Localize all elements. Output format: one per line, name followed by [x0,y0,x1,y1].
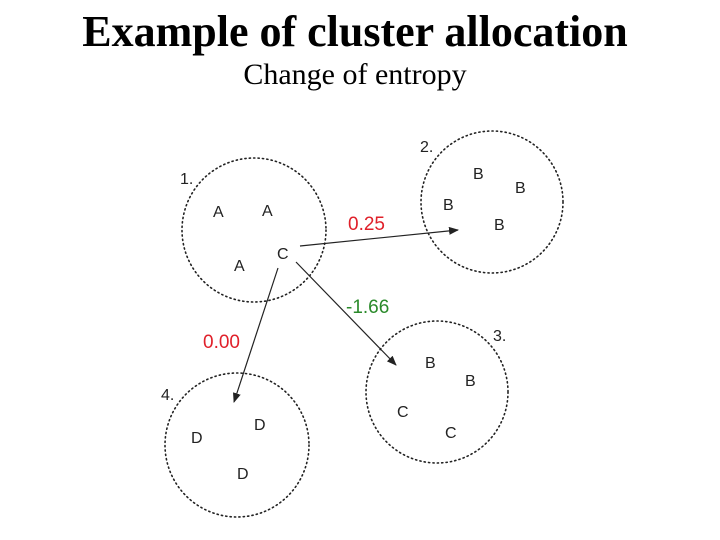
cluster-4-number: 4. [161,387,174,404]
move-weight-1-to-4: 0.00 [203,332,240,353]
cluster-4-item: D [254,417,266,434]
move-weight-1-to-2: 0.25 [348,214,385,235]
arrow-1-to-4 [233,267,279,403]
cluster-4-circle [164,372,310,518]
cluster-2-item: B [473,166,484,183]
cluster-2-item: B [443,197,454,214]
cluster-3-circle [365,320,509,464]
arrow-1-to-3 [295,261,397,366]
cluster-3-number: 3. [493,328,506,345]
cluster-4-item: D [191,430,203,447]
diagram-subtitle: Change of entropy [243,58,467,91]
cluster-1-item: A [234,258,245,275]
cluster-1-item: C [277,246,289,263]
move-weight-1-to-3: -1.66 [346,297,389,318]
cluster-1-item: A [262,203,273,220]
cluster-3-item: B [465,373,476,390]
cluster-1-item: A [213,204,224,221]
cluster-3-item: B [425,355,436,372]
cluster-4-item: D [237,466,249,483]
cluster-1-circle [181,157,327,303]
cluster-3-item: C [445,425,457,442]
cluster-2-item: B [494,217,505,234]
cluster-3-item: C [397,404,409,421]
cluster-2-number: 2. [420,139,433,156]
cluster-2-item: B [515,180,526,197]
cluster-2-circle [420,130,564,274]
arrow-1-to-2 [299,226,459,247]
cluster-1-number: 1. [180,171,193,188]
diagram-title: Example of cluster allocation [82,7,628,56]
